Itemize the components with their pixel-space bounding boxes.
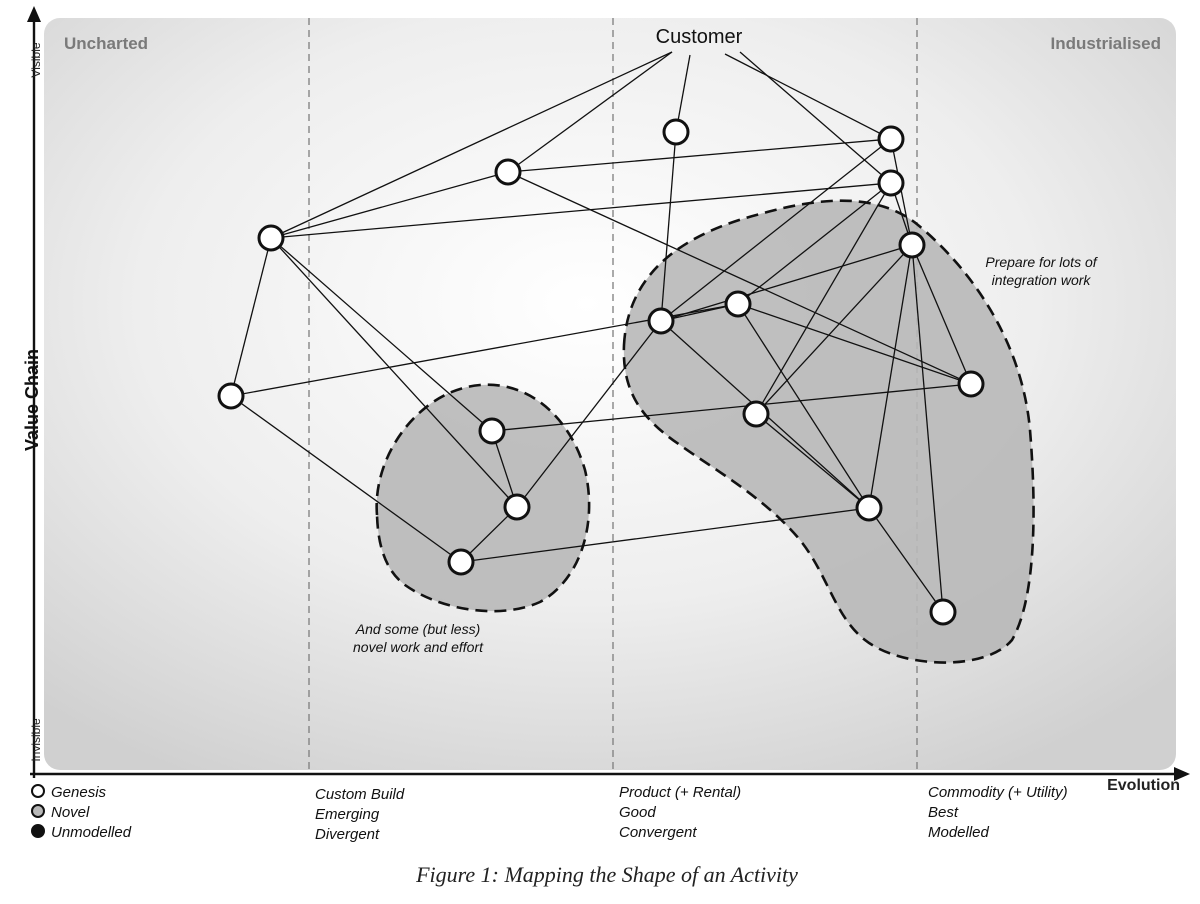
dependency-link bbox=[270, 182, 892, 239]
integration-note-line-2: integration work bbox=[992, 272, 1092, 288]
component-node bbox=[898, 231, 926, 259]
stage-label: Convergent bbox=[619, 824, 697, 841]
components bbox=[217, 118, 985, 626]
x-axis-title: Evolution bbox=[1107, 777, 1180, 794]
dependency-link bbox=[890, 138, 913, 246]
dependency-link bbox=[724, 53, 892, 140]
component-node bbox=[929, 598, 957, 626]
dependency-link bbox=[270, 171, 509, 239]
stage-label: Modelled bbox=[928, 824, 990, 841]
stage-label: Product (+ Rental) bbox=[619, 784, 741, 801]
dependency-link bbox=[737, 303, 870, 509]
dependency-link bbox=[460, 507, 870, 563]
dependency-link bbox=[507, 138, 892, 173]
y-axis-arrow bbox=[27, 6, 41, 22]
dependency-link bbox=[507, 51, 673, 173]
industrialised-label: Industrialised bbox=[1050, 34, 1161, 53]
dependency-link bbox=[270, 237, 493, 432]
component-node bbox=[647, 307, 675, 335]
dependency-link bbox=[516, 320, 662, 508]
dependency-link bbox=[660, 131, 677, 322]
component-node bbox=[877, 125, 905, 153]
y-axis-top-label: Visible bbox=[29, 42, 43, 77]
customer-anchor: Customer bbox=[656, 26, 743, 48]
dependency-link bbox=[911, 244, 972, 385]
component-node bbox=[662, 118, 690, 146]
stage-label: Emerging bbox=[315, 806, 380, 823]
component-node bbox=[257, 224, 285, 252]
dependency-link bbox=[868, 507, 944, 613]
dependency-link bbox=[270, 237, 518, 508]
novel-note-line-2: novel work and effort bbox=[353, 639, 484, 655]
component-node bbox=[957, 370, 985, 398]
component-node bbox=[877, 169, 905, 197]
component-node bbox=[503, 493, 531, 521]
novel-work-region bbox=[375, 383, 591, 613]
dependency-links bbox=[230, 51, 972, 613]
dependency-link bbox=[230, 237, 272, 397]
component-node bbox=[447, 548, 475, 576]
dependency-link bbox=[739, 51, 892, 184]
component-node bbox=[478, 417, 506, 445]
unmodelled-swatch-icon bbox=[31, 824, 45, 838]
dependency-link bbox=[737, 303, 972, 385]
uncharted-label: Uncharted bbox=[64, 34, 148, 53]
y-axis-title: Value Chain bbox=[22, 349, 42, 451]
stage-product: Product (+ Rental) Good Convergent bbox=[619, 784, 741, 841]
stage-label: Divergent bbox=[315, 826, 380, 843]
dependency-link bbox=[755, 182, 892, 415]
stage-commodity: Commodity (+ Utility) Best Modelled bbox=[928, 784, 1068, 841]
dependency-link bbox=[230, 395, 462, 563]
dependency-link bbox=[660, 138, 892, 322]
stage-label: Best bbox=[928, 804, 959, 821]
legend-item-genesis: Genesis bbox=[31, 784, 107, 801]
legend-label: Novel bbox=[51, 804, 90, 821]
dependency-link bbox=[755, 413, 870, 509]
y-axis-bottom-label: Invisible bbox=[29, 718, 43, 762]
dependency-link bbox=[737, 182, 892, 305]
dependency-link bbox=[270, 51, 673, 239]
component-node bbox=[742, 400, 770, 428]
dependency-link bbox=[868, 244, 913, 509]
component-node bbox=[724, 290, 752, 318]
legend-item-novel: Novel bbox=[31, 804, 90, 821]
stage-custom-build: Custom Build Emerging Divergent bbox=[315, 786, 405, 843]
figure-caption: Figure 1: Mapping the Shape of an Activi… bbox=[415, 862, 798, 887]
legend-item-unmodelled: Unmodelled bbox=[31, 824, 132, 841]
component-node bbox=[217, 382, 245, 410]
integration-note-line-1: Prepare for lots of bbox=[985, 254, 1098, 270]
stage-label: Commodity (+ Utility) bbox=[928, 784, 1068, 801]
dependency-link bbox=[755, 244, 913, 415]
dependency-link bbox=[911, 244, 944, 613]
legend-label: Genesis bbox=[51, 784, 107, 801]
stage-label: Custom Build bbox=[315, 786, 405, 803]
dependency-link bbox=[660, 244, 913, 322]
integration-work-region bbox=[622, 199, 1035, 664]
novel-note-line-1: And some (but less) bbox=[355, 621, 481, 637]
novel-swatch-icon bbox=[31, 804, 45, 818]
dependency-link bbox=[491, 383, 972, 432]
stage-label: Good bbox=[619, 804, 656, 821]
legend: Genesis Novel Unmodelled bbox=[31, 784, 132, 841]
legend-label: Unmodelled bbox=[51, 824, 132, 841]
genesis-swatch-icon bbox=[31, 784, 45, 798]
component-node bbox=[855, 494, 883, 522]
component-node bbox=[494, 158, 522, 186]
dependency-link bbox=[507, 171, 972, 385]
x-axis-arrow bbox=[1174, 767, 1190, 781]
